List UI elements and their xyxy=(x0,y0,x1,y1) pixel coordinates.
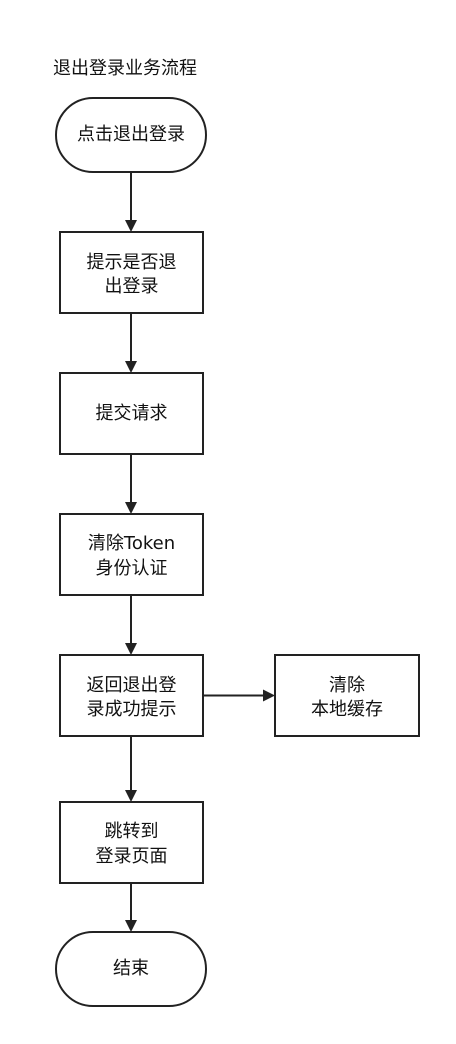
node-submit-label: 提交请求 xyxy=(96,403,168,424)
edges-layer xyxy=(125,172,275,932)
node-return-success-label-line-1: 返回退出登 xyxy=(87,675,177,696)
node-return-success-label-line-2: 录成功提示 xyxy=(87,699,177,720)
arrowhead-return-success-to-clear-cache xyxy=(263,689,275,702)
node-redirect-login-label-line-1: 跳转到 xyxy=(105,821,159,842)
node-clear-cache-label-line-1: 清除 xyxy=(329,675,365,696)
node-clear-cache: 清除 本地缓存 xyxy=(274,654,420,737)
node-start: 点击退出登录 xyxy=(55,97,207,173)
node-return-success: 返回退出登 录成功提示 xyxy=(59,654,204,737)
node-clear-cache-label-line-2: 本地缓存 xyxy=(311,699,383,720)
node-confirm: 提示是否退 出登录 xyxy=(59,231,204,314)
node-clear-token: 清除Token 身份认证 xyxy=(59,513,204,596)
node-end-label: 结束 xyxy=(113,958,149,979)
arrowhead-submit-to-clear-token xyxy=(125,502,137,514)
nodes-layer: 点击退出登录 提示是否退 出登录 提交请求 清除Token 身份认证 返回退出登… xyxy=(55,97,420,1007)
diagram-title: 退出登录业务流程 xyxy=(53,58,197,79)
node-redirect-login: 跳转到 登录页面 xyxy=(59,801,204,884)
node-confirm-label-line-2: 出登录 xyxy=(105,276,159,297)
node-end: 结束 xyxy=(55,931,207,1007)
node-clear-token-label-line-1: 清除Token xyxy=(88,533,175,554)
node-redirect-login-label-line-2: 登录页面 xyxy=(96,846,168,867)
node-start-label: 点击退出登录 xyxy=(77,124,185,145)
node-confirm-label-line-1: 提示是否退 xyxy=(87,252,177,273)
arrowhead-clear-token-to-return-success xyxy=(125,643,137,655)
node-clear-token-label-line-2: 身份认证 xyxy=(96,558,168,579)
arrowhead-confirm-to-submit xyxy=(125,361,137,373)
arrowhead-start-to-confirm xyxy=(125,220,137,232)
node-submit: 提交请求 xyxy=(59,372,204,455)
arrowhead-return-success-to-redirect-login xyxy=(125,790,137,802)
arrowhead-redirect-login-to-end xyxy=(125,920,137,932)
